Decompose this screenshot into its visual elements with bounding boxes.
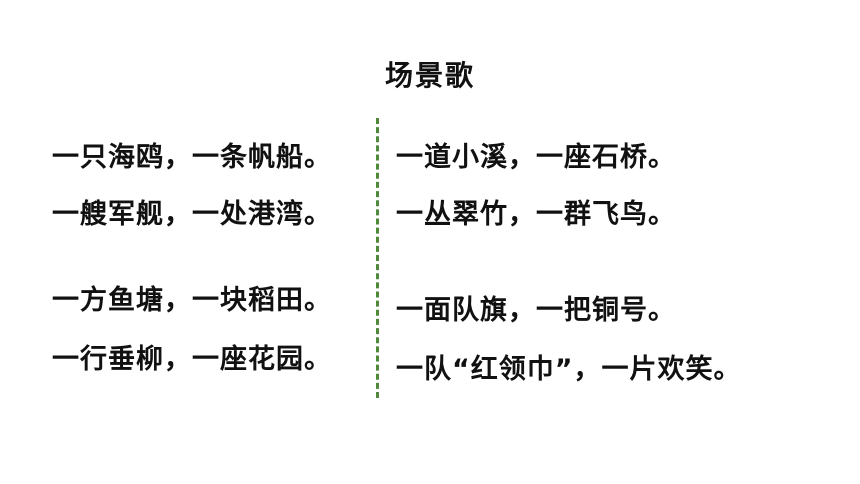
column-divider [376, 118, 379, 398]
right-line-2: 一丛翠竹，一群飞鸟。 [396, 199, 676, 230]
right-line-3: 一面队旗，一把铜号。 [396, 295, 676, 326]
left-line-1: 一只海鸥，一条帆船。 [52, 142, 332, 173]
poem-title: 场景歌 [384, 59, 475, 92]
left-line-3: 一方鱼塘，一块稻田。 [52, 285, 332, 316]
right-line-1: 一道小溪，一座石桥。 [396, 142, 676, 173]
left-line-2: 一艘军舰，一处港湾。 [52, 199, 332, 230]
left-line-4: 一行垂柳，一座花园。 [52, 344, 332, 375]
right-line-4: 一队“红领巾”，一片欢笑。 [396, 354, 742, 385]
